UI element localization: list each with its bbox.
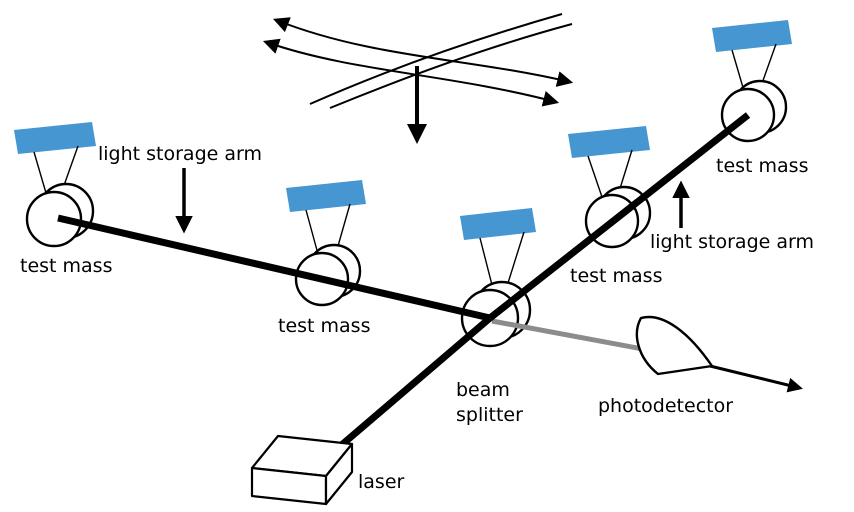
beam-right-arm <box>487 112 751 321</box>
label-photodetector: photodetector <box>598 395 733 417</box>
output-beam <box>491 318 649 353</box>
suspension-bar <box>14 122 96 154</box>
suspension-bar <box>286 180 366 212</box>
suspension-wire <box>587 155 603 198</box>
output-arrow <box>709 364 803 393</box>
suspension-bar <box>460 208 536 240</box>
label-light-storage-arm-left: light storage arm <box>98 143 262 165</box>
label-test-mass-2: test mass <box>278 315 370 337</box>
suspension-wire <box>731 49 745 92</box>
wave-curve <box>309 13 563 105</box>
suspension-wire <box>305 209 319 255</box>
label-test-mass-1: test mass <box>20 255 112 277</box>
gravitational-wave-symbol <box>262 13 574 109</box>
suspension-bar <box>712 20 792 52</box>
photodetector-horn <box>635 315 714 376</box>
suspension-wire <box>33 151 47 194</box>
suspension-wire <box>479 237 493 286</box>
suspension-tm4 <box>568 126 650 198</box>
suspension-tm1 <box>14 122 96 194</box>
beam-left-arm <box>57 214 491 322</box>
wave-curve <box>262 38 560 107</box>
laser-box-side <box>324 442 354 506</box>
label-laser: laser <box>358 471 405 493</box>
label-test-mass-5: test mass <box>716 155 808 177</box>
label-light-storage-arm-right: light storage arm <box>650 231 814 253</box>
suspension-wire <box>507 231 525 284</box>
wave-curve <box>329 23 573 109</box>
laser-box <box>250 434 354 506</box>
laser-beam <box>335 315 493 451</box>
suspension-beam-splitter <box>460 208 536 286</box>
label-beam-splitter-line2: splitter <box>456 404 523 426</box>
suspension-tm2 <box>286 180 366 255</box>
suspension-tm5 <box>712 20 792 92</box>
test-mass-cylinder-1 <box>25 182 95 248</box>
suspension-bar <box>568 126 650 158</box>
label-test-mass-4: test mass <box>570 265 662 287</box>
label-beam-splitter-line1: beam <box>456 379 510 401</box>
